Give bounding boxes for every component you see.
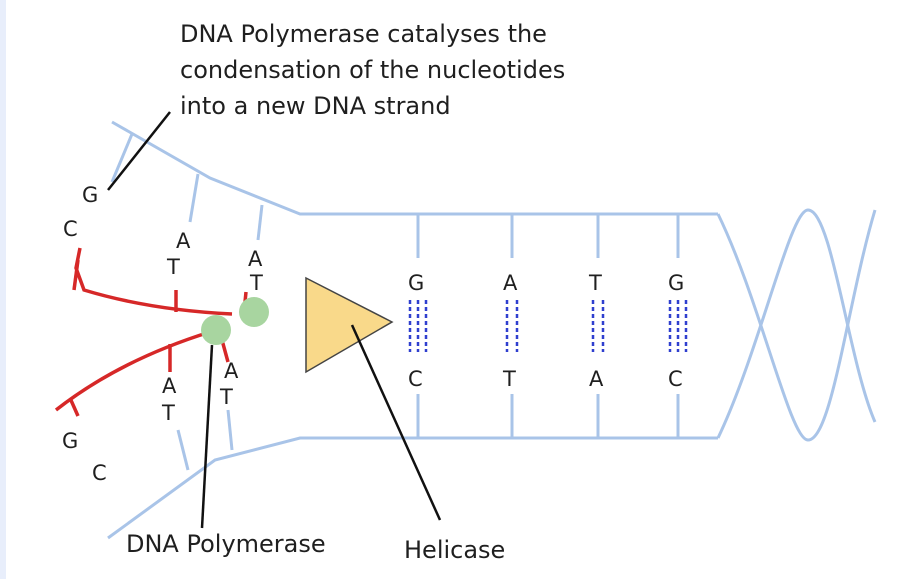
fork-upper-a2: A [248,247,263,271]
upper-parent-strand [111,120,718,216]
new-lower-tick-3 [220,339,230,363]
pair-4-bottom: C [668,367,683,391]
pair-2-bottom: T [502,367,516,391]
lower-tick-t [176,429,190,471]
fork-upper-g: G [82,183,98,207]
hydrogen-bonds [408,300,688,352]
fork-upper-t2: T [249,271,263,295]
helicase-pointer [350,324,442,521]
annotation-pointer [107,111,171,191]
fork-lower-g: G [62,429,78,453]
helix-strand-2 [716,208,877,439]
fork-lower-t1: T [161,401,175,425]
upper-tick-a2 [256,204,264,241]
helicase-shape [305,276,394,374]
annotation-line-1: DNA Polymerase catalyses the [180,20,547,48]
pair-1-bottom: C [408,367,423,391]
polymerase-upper [239,297,269,327]
fork-lower-c: C [92,461,107,485]
pair-3-top: T [588,271,602,295]
fork-lower-a2: A [224,359,239,383]
annotation-line-3: into a new DNA strand [180,92,451,120]
polymerase-lower [201,315,231,345]
helix-strand-1 [716,209,877,442]
new-strand-upper [74,247,233,316]
polymerase-pointer [200,344,214,529]
fork-lower-a1: A [162,374,177,398]
annotation-line-2: condensation of the nucleotides [180,56,565,84]
fork-upper-a1: A [176,229,191,253]
helicase-label: Helicase [404,536,505,564]
pair-3-bottom: A [589,367,604,391]
lower-tick-t2 [226,409,234,451]
new-lower-tick-1 [68,397,80,417]
pair-4-top: G [668,271,684,295]
fork-upper-c: C [63,217,78,241]
lower-parent-strand [107,436,718,540]
pair-1-top: G [408,271,424,295]
new-upper-tick-1 [72,259,80,291]
fork-lower-t2: T [219,385,233,409]
polymerase-label: DNA Polymerase [126,530,326,558]
pair-2-top: A [503,271,518,295]
fork-upper-t1: T [166,255,180,279]
upper-tick-a [188,173,200,223]
upper-tick-g [110,133,134,183]
new-strand-lower [54,330,211,412]
